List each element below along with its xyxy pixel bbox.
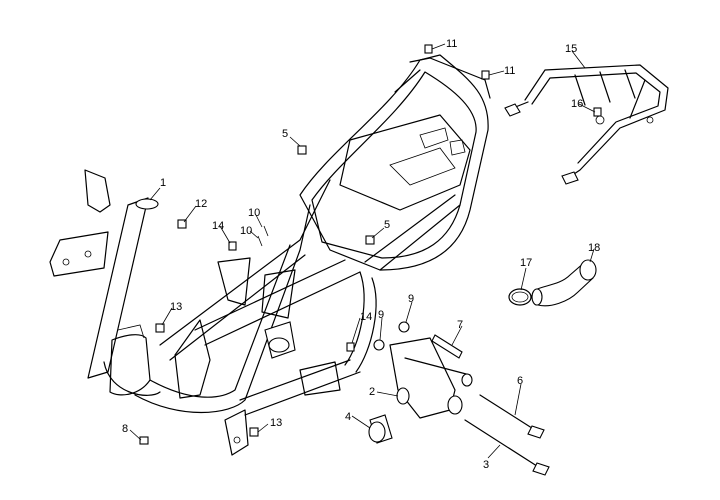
bushing	[368, 414, 393, 444]
nut-11b	[481, 70, 490, 80]
callout-17: 17	[520, 257, 532, 269]
bolt-14b	[346, 342, 355, 352]
callout-2: 2	[369, 386, 375, 398]
callout-13a: 13	[170, 301, 182, 313]
callout-10b: 10	[240, 225, 252, 237]
nut-11a	[424, 44, 433, 54]
callout-16: 16	[571, 98, 583, 110]
callout-15: 15	[565, 43, 577, 55]
washer-9a	[373, 339, 385, 351]
bolt-13a	[155, 323, 165, 333]
callout-7: 7	[457, 319, 463, 331]
callout-8: 8	[122, 423, 128, 435]
bolt-5b	[365, 235, 375, 245]
washer-9b	[398, 321, 410, 333]
hose-clamp	[508, 288, 532, 306]
callout-3: 3	[483, 459, 489, 471]
engine-hanger-bracket	[389, 337, 473, 419]
bolt-6-shaft	[479, 394, 536, 431]
callout-4: 4	[345, 411, 351, 423]
bolt-16	[593, 107, 602, 117]
callout-9a: 9	[378, 309, 384, 321]
callout-labels: 1 2 3 4 5 5 6 7 8 9 9 10 10 11 11 12 13 …	[122, 38, 600, 471]
bolt-5a	[297, 145, 307, 155]
callout-14a: 14	[212, 220, 224, 232]
bolt-14a	[228, 241, 237, 251]
callout-5a: 5	[282, 128, 288, 140]
callout-12: 12	[195, 198, 207, 210]
callout-11b: 11	[504, 65, 515, 77]
leader-lines	[129, 43, 596, 459]
callout-9b: 9	[408, 293, 414, 305]
bolt-3-shaft	[464, 419, 541, 469]
clip-10b	[263, 225, 269, 237]
bolt-13b	[249, 427, 259, 437]
callout-14b: 14	[360, 311, 372, 323]
small-fasteners	[139, 44, 602, 445]
bolt-8	[139, 436, 149, 445]
callout-11a: 11	[446, 38, 457, 50]
callout-1: 1	[160, 177, 166, 189]
callout-5b: 5	[384, 219, 390, 231]
bolt-3-head	[532, 462, 550, 476]
luggage-rack	[504, 64, 669, 185]
bolt-12	[177, 219, 187, 229]
callout-18: 18	[588, 242, 600, 254]
bolt-6-head	[527, 425, 545, 439]
main-frame	[49, 54, 491, 456]
callout-10a: 10	[248, 207, 260, 219]
callout-13b: 13	[270, 417, 282, 429]
intake-hose	[531, 259, 597, 307]
callout-6: 6	[517, 375, 523, 387]
clip-10a	[257, 235, 263, 247]
pin	[431, 334, 463, 359]
